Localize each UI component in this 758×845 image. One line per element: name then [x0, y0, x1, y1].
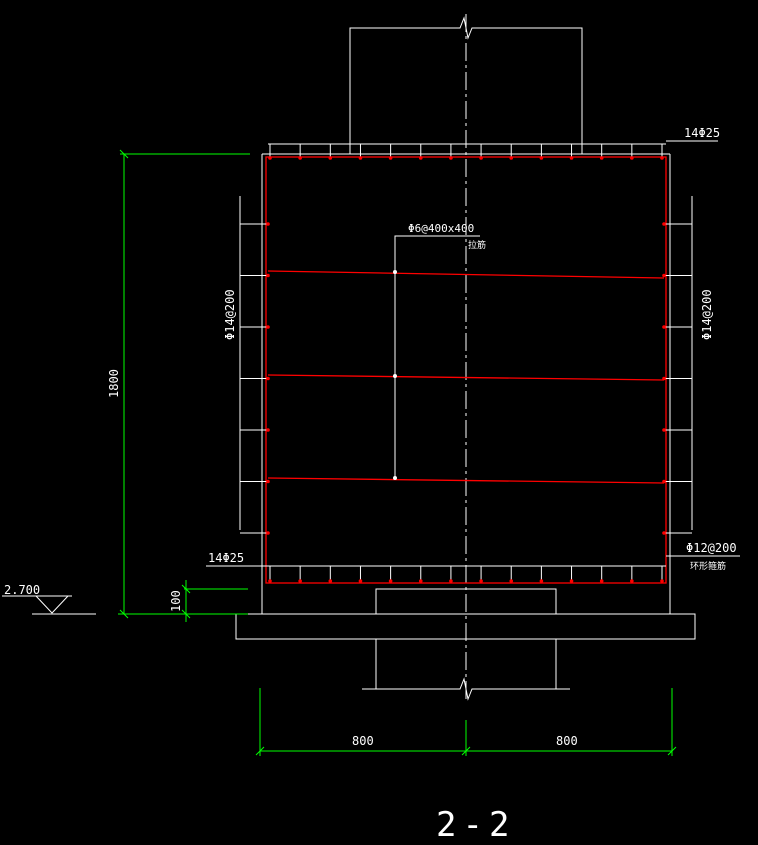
left-side-bar-dot	[266, 531, 270, 535]
elevation-marker	[2, 595, 96, 615]
cover-dimension-label: 100	[169, 590, 183, 612]
rebar-cage	[265, 156, 667, 584]
bottom-bar-dot	[388, 579, 393, 583]
side-bar-leaders	[239, 196, 693, 530]
right-side-bars-label: Φ14@200	[700, 289, 714, 340]
bottom-bar-dot	[569, 579, 574, 583]
top-bar-dot	[358, 156, 363, 160]
left-width-dimension-label: 800	[352, 734, 374, 748]
top-main-bars-label: 14Φ25	[684, 126, 720, 140]
top-bar-dot	[418, 156, 423, 160]
left-side-bar-dot	[266, 428, 270, 432]
bottom-bar-dot	[418, 579, 423, 583]
bottom-bar-dot	[268, 579, 272, 583]
bottom-bar-dot	[328, 579, 333, 583]
top-bar-dot	[268, 156, 272, 160]
top-bar-dot	[630, 156, 634, 160]
left-side-bar-dot	[266, 376, 270, 381]
side-bars	[240, 222, 692, 535]
left-side-bar-dot	[266, 325, 270, 329]
bottom-bar-dot	[539, 579, 544, 583]
top-bar-dot	[599, 156, 604, 160]
top-bar-dot	[569, 156, 574, 160]
bottom-bar-dot	[509, 579, 514, 583]
section-title: 2-2	[436, 805, 515, 845]
tie-bar-leader	[393, 235, 480, 480]
top-bar-dot	[660, 156, 664, 160]
bottom-main-bars	[268, 565, 666, 583]
right-side-bar-dot	[662, 222, 666, 226]
lower-support	[362, 588, 570, 701]
height-dimension-label: 1800	[107, 369, 121, 398]
bottom-main-bars-label: 14Φ25	[208, 551, 244, 565]
right-side-bar-dot	[662, 273, 666, 278]
left-side-bar-dot	[266, 273, 270, 278]
ring-stirrup-note: 环形箍筋	[690, 560, 726, 572]
bottom-bar-dot	[358, 579, 363, 583]
top-main-bars	[268, 143, 666, 160]
elevation-label: 2.700	[4, 583, 40, 597]
bottom-bar-dot	[599, 579, 604, 583]
top-bar-dot	[509, 156, 514, 160]
dimension-lines	[118, 149, 677, 756]
bottom-bar-dot	[660, 579, 664, 583]
base-slab	[235, 613, 696, 640]
left-side-bar-dot	[266, 479, 270, 484]
top-bar-dot	[539, 156, 544, 160]
tie-bars-label: Φ6@400x400	[408, 222, 474, 235]
right-side-bar-dot	[662, 428, 666, 432]
top-bar-dot	[449, 156, 453, 160]
bottom-bar-dot	[630, 579, 634, 583]
top-bar-dot	[479, 156, 483, 160]
tie-bars-note: 拉筋	[468, 239, 486, 251]
bottom-bar-dot	[479, 579, 483, 583]
right-side-bar-dot	[662, 376, 666, 381]
top-bar-dot	[328, 156, 333, 160]
left-side-bars-label: Φ14@200	[223, 289, 237, 340]
bottom-bar-dot	[298, 579, 302, 583]
right-width-dimension-label: 800	[556, 734, 578, 748]
ring-stirrup-label: Φ12@200	[686, 541, 737, 555]
right-side-bar-dot	[662, 325, 666, 329]
top-bar-dot	[298, 156, 302, 160]
left-side-bar-dot	[266, 222, 270, 226]
top-bar-dot	[388, 156, 393, 160]
bottom-bar-dot	[449, 579, 453, 583]
right-side-bar-dot	[662, 531, 666, 535]
right-side-bar-dot	[662, 479, 666, 484]
